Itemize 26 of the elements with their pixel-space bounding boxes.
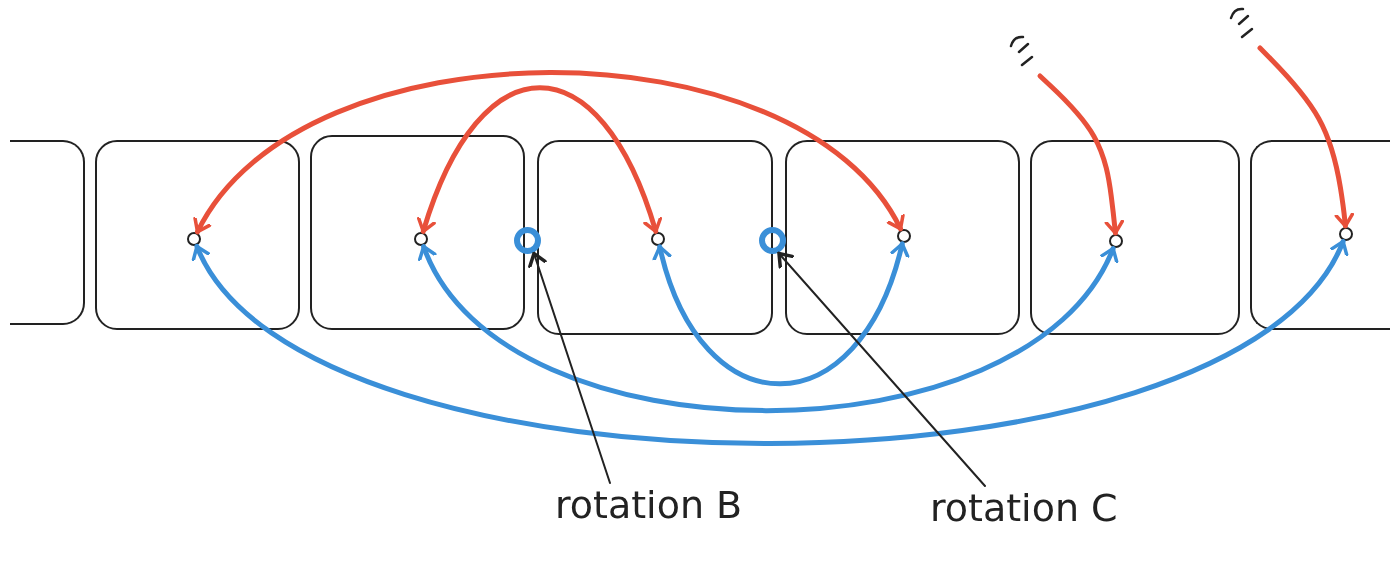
dot [651, 232, 665, 246]
dot [414, 232, 428, 246]
rounded-box [537, 140, 773, 335]
ring-marker [514, 227, 541, 254]
arrow [1037, 73, 1124, 236]
arrow [1257, 45, 1354, 229]
arrow [653, 241, 909, 387]
arrow [194, 238, 1346, 446]
dot [897, 229, 911, 243]
rotation-label: rotation C [930, 488, 1170, 536]
rounded-box [95, 140, 300, 330]
arrow [420, 244, 1117, 414]
leader-line [777, 251, 986, 487]
rounded-box [310, 135, 525, 330]
rounded-box [1030, 140, 1240, 335]
dot [1339, 227, 1353, 241]
dot [187, 232, 201, 246]
leader-line [528, 251, 611, 484]
arrow [417, 85, 662, 234]
dot [1109, 234, 1123, 248]
rounded-box [10, 140, 85, 325]
ring-marker [759, 227, 786, 254]
rounded-box [1250, 140, 1390, 330]
arrow [195, 70, 904, 235]
rounded-box [785, 140, 1020, 335]
rotation-label: rotation B [555, 485, 795, 533]
